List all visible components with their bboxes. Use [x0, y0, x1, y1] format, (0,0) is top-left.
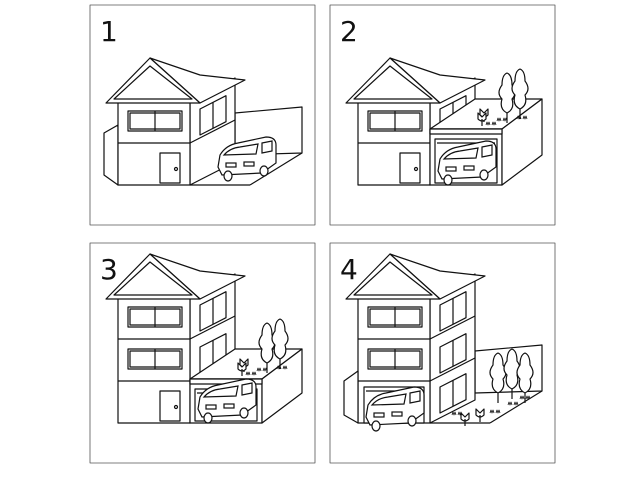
- grass-tuft: [245, 371, 257, 376]
- floor-line: [429, 315, 476, 340]
- front-door: [159, 152, 181, 184]
- grass-tuft: [485, 121, 497, 126]
- car-wheel: [223, 170, 233, 182]
- grass-tuft: [519, 395, 531, 400]
- car-side-window: [409, 390, 421, 404]
- floor-line: [429, 357, 476, 382]
- front-door: [159, 390, 181, 422]
- car: [197, 378, 257, 424]
- tulip-flower: [237, 362, 247, 372]
- grass-tuft: [276, 365, 288, 370]
- garage-roof-edge: [429, 128, 503, 135]
- tree: [511, 68, 529, 110]
- car-headlight: [223, 403, 235, 409]
- grass-tuft: [507, 401, 519, 406]
- garage-side: [501, 98, 543, 186]
- car-wheel: [479, 169, 489, 181]
- car-windshield: [202, 385, 239, 398]
- car-windshield: [370, 393, 407, 406]
- panel-3: 3: [89, 242, 316, 464]
- car-windshield: [222, 143, 259, 156]
- door-knob: [413, 166, 419, 172]
- car-headlight: [373, 412, 385, 418]
- car-headlight: [205, 404, 217, 410]
- car-wheel: [239, 407, 249, 419]
- car-headlight: [391, 411, 403, 417]
- tulip-flower: [477, 112, 487, 122]
- panel-number: 1: [100, 15, 118, 48]
- car-headlight: [463, 165, 475, 171]
- car-wheel: [203, 412, 213, 424]
- tree: [498, 72, 516, 114]
- tree: [489, 352, 507, 394]
- garage-side: [261, 348, 303, 424]
- car-wheel: [443, 174, 453, 186]
- floor-line: [189, 119, 236, 144]
- gable-trim: [353, 261, 433, 296]
- ground-line: [249, 152, 303, 186]
- panel-2: 2: [329, 4, 556, 226]
- panel-number: 2: [340, 15, 358, 48]
- car-windshield: [442, 147, 479, 160]
- car-side-window: [261, 140, 273, 154]
- tree: [271, 318, 289, 360]
- gable-trim: [353, 65, 433, 100]
- car-headlight: [445, 166, 457, 172]
- panel-1: 1: [89, 4, 316, 226]
- grass-tuft: [496, 117, 508, 122]
- car: [365, 386, 425, 432]
- tree: [258, 322, 276, 364]
- tulip-flower: [475, 408, 485, 418]
- car-headlight: [243, 161, 255, 167]
- car-wheel: [371, 420, 381, 432]
- front-door: [399, 152, 421, 184]
- left-fence: [103, 124, 119, 186]
- car-wheel: [407, 415, 417, 427]
- door-knob: [173, 166, 179, 172]
- left-fence: [343, 370, 359, 424]
- car-side-window: [241, 382, 253, 396]
- grass-tuft: [516, 115, 528, 120]
- panel-4: 4: [329, 242, 556, 464]
- car: [217, 136, 277, 182]
- grass-tuft: [451, 411, 463, 416]
- panel-number: 3: [100, 253, 118, 286]
- grass-tuft: [256, 367, 268, 372]
- gable-trim: [113, 261, 193, 296]
- ground-line: [489, 390, 543, 424]
- car-wheel: [259, 165, 269, 177]
- floor-line: [189, 315, 236, 340]
- tree: [516, 352, 534, 394]
- grass-tuft: [489, 409, 501, 414]
- panel-number: 4: [340, 253, 358, 286]
- car-headlight: [225, 162, 237, 168]
- door-knob: [173, 404, 179, 410]
- tulip-flower: [460, 412, 470, 422]
- gable-trim: [113, 65, 193, 100]
- car: [437, 140, 497, 186]
- car-side-window: [481, 144, 493, 158]
